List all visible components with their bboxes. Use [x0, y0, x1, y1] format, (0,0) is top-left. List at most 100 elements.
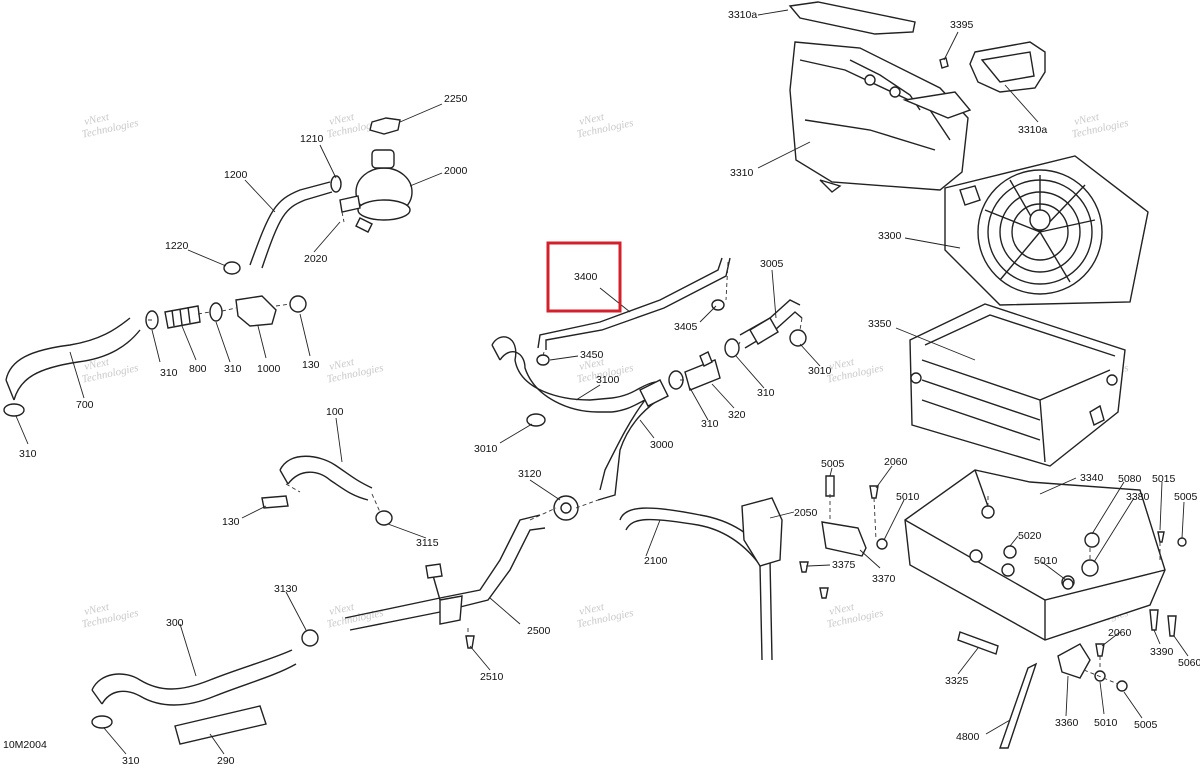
label-290: 290 — [217, 755, 235, 767]
label-3325: 3325 — [945, 675, 969, 687]
screw-3375-part — [799, 561, 829, 599]
sleeve-290-part — [174, 705, 267, 745]
bolt-5015-part — [1157, 531, 1165, 543]
clamp-1220-part — [223, 261, 241, 275]
strip-3325-part — [957, 631, 999, 655]
label-5060: 5060 — [1178, 657, 1200, 669]
label-3010-b: 3010 — [808, 365, 832, 377]
label-3380: 3380 — [1126, 491, 1150, 503]
cap-part — [369, 117, 401, 135]
watermark-line1: vNext — [328, 601, 356, 618]
watermark-line1: vNext — [578, 356, 606, 373]
label-5010-c: 5010 — [1094, 717, 1118, 729]
pipe-2500-part — [344, 514, 546, 631]
label-3405: 3405 — [674, 321, 698, 333]
label-2250: 2250 — [444, 93, 468, 105]
label-5005-b: 5005 — [1174, 491, 1198, 503]
label-3390: 3390 — [1150, 646, 1174, 658]
connector-800-part — [164, 305, 201, 329]
label-4800: 4800 — [956, 731, 980, 743]
label-3340: 3340 — [1080, 472, 1104, 484]
label-2060-b: 2060 — [1108, 627, 1132, 639]
hose-3005-part — [739, 299, 803, 349]
fitting-1000-part — [235, 295, 277, 327]
label-3010-a: 3010 — [474, 443, 498, 455]
label-2000: 2000 — [444, 165, 468, 177]
clamp-3010-left-part — [526, 413, 546, 427]
grommet-5020-part — [1003, 545, 1017, 559]
bushing-3380-part — [1081, 559, 1099, 577]
hose-3400-part — [537, 257, 731, 350]
mount-plate-3340-part — [904, 469, 1166, 641]
leader-lines — [15, 9, 1189, 755]
label-1220: 1220 — [165, 240, 189, 252]
label-2510: 2510 — [480, 671, 504, 683]
label-2500: 2500 — [527, 625, 551, 637]
coolant-reservoir-part — [339, 149, 413, 233]
label-1210: 1210 — [300, 133, 324, 145]
washer-5005-c-part — [1116, 680, 1128, 692]
label-1000: 1000 — [257, 363, 281, 375]
label-3310: 3310 — [730, 167, 754, 179]
label-5080: 5080 — [1118, 473, 1142, 485]
watermark-line1: vNext — [578, 601, 606, 618]
label-310-d: 310 — [701, 418, 719, 430]
watermark-line1: vNext — [828, 356, 856, 373]
diagram-code: 10M2004 — [3, 739, 47, 751]
label-130-b: 130 — [222, 516, 240, 528]
label-2100: 2100 — [644, 555, 668, 567]
bolt-2060-b-part — [1095, 643, 1105, 657]
bolt-2060-a-part — [869, 485, 879, 499]
label-1200: 1200 — [224, 169, 248, 181]
bolt-5005-a-part — [825, 475, 835, 497]
watermark-line1: vNext — [328, 356, 356, 373]
label-3130: 3130 — [274, 583, 298, 595]
label-3000: 3000 — [650, 439, 674, 451]
label-2020: 2020 — [304, 253, 328, 265]
label-130-a: 130 — [302, 359, 320, 371]
label-5015: 5015 — [1152, 473, 1176, 485]
bolt-3390-part — [1149, 609, 1159, 631]
label-3350: 3350 — [868, 318, 892, 330]
clamp-310-b-part — [209, 302, 223, 322]
label-3120: 3120 — [518, 468, 542, 480]
assembly-lines — [148, 211, 1161, 685]
clamp-130-part — [289, 295, 307, 313]
label-800: 800 — [189, 363, 207, 375]
label-5005-c: 5005 — [1134, 719, 1158, 731]
air-duct-top-part — [788, 1, 916, 35]
clamp-1210-part — [330, 175, 342, 193]
air-duct-right-part — [969, 41, 1046, 93]
clamp-310-left-part — [3, 403, 25, 417]
label-3450: 3450 — [580, 349, 604, 361]
watermark-line1: vNext — [1073, 111, 1101, 128]
watermark-line1: vNext — [578, 111, 606, 128]
clamp-3010-right-part — [789, 329, 807, 347]
strip-4800-part — [999, 662, 1038, 749]
hose-100-part — [279, 455, 373, 501]
label-3370: 3370 — [872, 573, 896, 585]
radiator-part — [909, 303, 1126, 467]
label-5010-b: 5010 — [1034, 555, 1058, 567]
part-labels: 3310a 3395 3310a 3310 3300 2250 1210 200… — [3, 9, 1200, 767]
clamp-310-d-part — [724, 338, 740, 358]
label-3375: 3375 — [832, 559, 856, 571]
label-5010-a: 5010 — [896, 491, 920, 503]
clamp-3115-part — [375, 510, 393, 526]
clamp-310-f-part — [91, 715, 113, 729]
bracket-3370-part — [821, 521, 867, 557]
hose-3000-part — [597, 379, 669, 501]
label-310-f: 310 — [122, 755, 140, 767]
cooling-fan-part — [944, 155, 1149, 306]
nut-5010-b-part — [1062, 578, 1074, 590]
bolt-5060-part — [1167, 615, 1177, 637]
watermark-line1: vNext — [83, 601, 111, 618]
air-shroud-part — [789, 41, 972, 193]
label-3360: 3360 — [1055, 717, 1079, 729]
label-310-b: 310 — [224, 363, 242, 375]
watermark-line1: vNext — [328, 111, 356, 128]
watermark-line1: vNext — [83, 111, 111, 128]
label-2060-a: 2060 — [884, 456, 908, 468]
highlight-box-3400 — [546, 241, 622, 313]
